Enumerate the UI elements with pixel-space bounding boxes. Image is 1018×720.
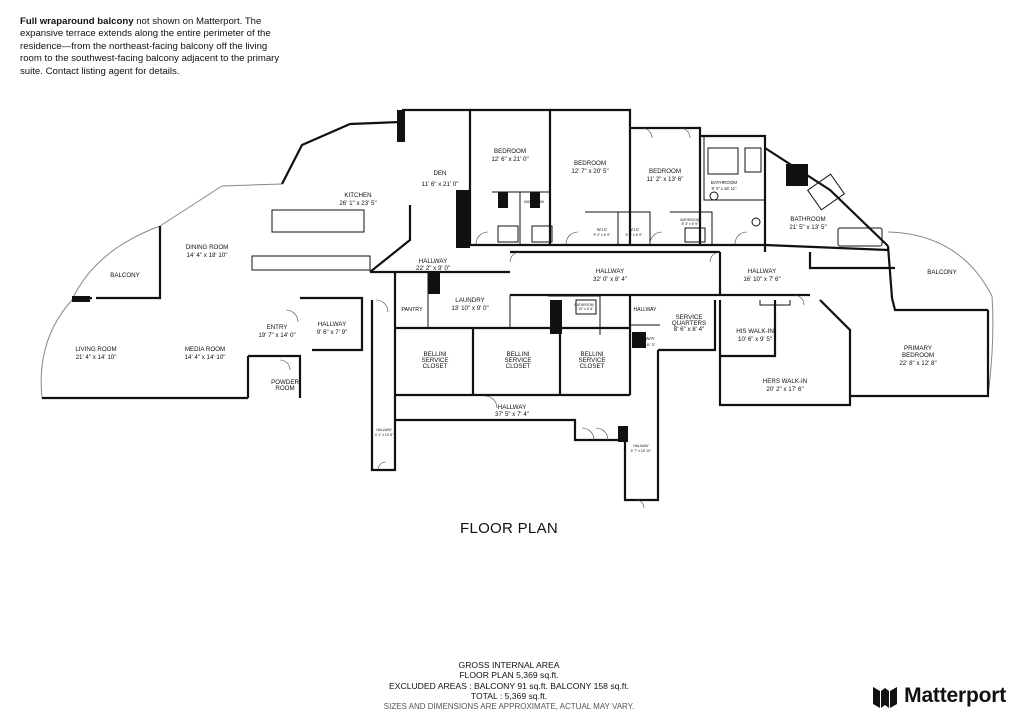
entry-dim: 19' 7" x 14' 0"	[258, 332, 295, 339]
area-excluded: EXCLUDED AREAS : BALCONY 91 sq.ft. BALCO…	[389, 680, 629, 691]
matterport-brand: Matterport	[872, 684, 1006, 708]
bellini2-line3: CLOSET	[506, 363, 531, 370]
area-summary: GROSS INTERNAL AREA FLOOR PLAN 5,369 sq.…	[0, 660, 1018, 712]
bathroom-fixtures	[497, 147, 883, 315]
bedroom2-dim: 12' 7" x 20' 5"	[571, 168, 608, 175]
bedroom3-dim: 11' 2" x 13' 6"	[647, 176, 684, 183]
bellini2-line2: SERVICE	[504, 357, 531, 364]
balcony-note-bold: Full wraparound balcony	[20, 16, 134, 27]
hallway-d-label: HALLWAY	[748, 268, 776, 275]
hallway-g-dim: 5' 4" x 11' 3"	[635, 343, 656, 347]
dining-label: DINING ROOM	[186, 244, 229, 251]
bellini3-line1: BELLINI	[580, 351, 603, 358]
pantry-label: PANTRY	[401, 307, 423, 313]
den-label: DEN	[433, 170, 446, 177]
balcony-note: Full wraparound balcony not shown on Mat…	[20, 16, 280, 78]
hers-walkin-label: HERS WALK-IN	[763, 378, 807, 385]
hallway-g-label: HALLWAY	[635, 336, 654, 341]
primary-dim: 22' 8" x 12' 8"	[899, 360, 936, 367]
hallway-b-label: HALLWAY	[419, 258, 447, 265]
dining-dim: 14' 4" x 18' 10"	[187, 252, 228, 259]
hallway-a-dim: 9' 6" x 7' 9"	[317, 329, 348, 336]
hallway-c-label: HALLWAY	[596, 268, 624, 275]
bellini3-line3: CLOSET	[580, 363, 605, 370]
primary-line2: BEDROOM	[902, 352, 934, 359]
matterport-logo-icon	[873, 687, 898, 708]
bath-small1-label: BATHROOM	[680, 218, 700, 222]
balcony-left-label: BALCONY	[110, 272, 140, 279]
bedroom3-label: BEDROOM	[649, 168, 681, 175]
living-label: LIVING ROOM	[75, 346, 116, 353]
service-line1: SERVICE	[675, 314, 702, 321]
doors	[279, 127, 805, 509]
area-heading: GROSS INTERNAL AREA	[458, 660, 560, 670]
bathroom2-dim: 21' 5" x 13' 5"	[789, 224, 826, 231]
media-dim: 14' 4" x 14' 10"	[185, 354, 226, 361]
floor-plan-title: FLOOR PLAN	[459, 520, 559, 537]
brand-name: Matterport	[904, 684, 1006, 707]
hallway-a-label: HALLWAY	[318, 321, 346, 328]
hallway-b-dim: 22' 2" x 9' 0"	[416, 265, 450, 272]
wic1-dim: 5' 2" x 6' 9"	[594, 233, 612, 237]
bellini1-line3: CLOSET	[423, 363, 448, 370]
service-dim: 8' 6" x 8' 4"	[674, 326, 705, 333]
area-total: TOTAL : 5,369 sq.ft.	[470, 691, 548, 702]
bedroom1-label: BEDROOM	[494, 148, 526, 155]
bellini1-line1: BELLINI	[423, 351, 446, 358]
primary-line1: PRIMARY	[904, 345, 932, 352]
hers-walkin-dim: 20' 2" x 17' 6"	[766, 386, 803, 393]
hallway-f-label: HALLWAY	[634, 307, 658, 313]
plan-walls	[40, 108, 994, 502]
bathroom1-label: BATHROOM	[711, 180, 737, 185]
entry-label: ENTRY	[267, 324, 288, 331]
hallway-d-dim: 16' 10" x 7' 6"	[743, 276, 780, 283]
hallway-h-label: HALLWAY	[376, 428, 392, 432]
living-dim: 21' 4" x 14' 10"	[76, 354, 117, 361]
room-labels: DEN 11' 6" x 21' 0" BEDROOM 12' 6" x 21'…	[75, 148, 956, 453]
powder-line1: POWDER	[271, 379, 299, 386]
laundry-label: LAUNDRY	[455, 297, 484, 304]
his-walkin-label: HIS WALK-IN	[736, 328, 774, 335]
hallway-i-dim: 6' 7" x 18' 10"	[631, 449, 652, 453]
his-walkin-dim: 10' 6" x 9' 5"	[738, 336, 772, 343]
bath-small2-dim: 7' 10" x 5' 8"	[575, 307, 594, 311]
hallway-h-dim: 4' 1" x 10' 8"	[375, 433, 394, 437]
bath-small1-dim: 8' 3" x 6' 9"	[682, 222, 700, 226]
wic2-dim: 5' 3" x 6' 9"	[626, 233, 644, 237]
bellini3-line2: SERVICE	[578, 357, 605, 364]
balcony-right-label: BALCONY	[927, 269, 957, 276]
bedroom1-dim: 12' 6" x 21' 0"	[491, 156, 528, 163]
powder-line2: ROOM	[275, 385, 294, 392]
balcony-note-text: not shown on Matterport. The expansive t…	[20, 16, 280, 77]
den-dim: 11' 6" x 21' 0"	[422, 181, 459, 188]
bath-small2-label: BATHROOM	[574, 303, 594, 307]
bedroom2-label: BEDROOM	[574, 160, 606, 167]
wic2-label: W.I.C	[629, 227, 639, 232]
bathroom2-label: BATHROOM	[790, 216, 825, 223]
service-line2: QUARTERS	[672, 320, 706, 327]
kitchen-label: KITCHEN	[344, 192, 371, 199]
structural-columns	[72, 110, 808, 442]
bellini2-line1: BELLINI	[506, 351, 529, 358]
kitchen-dim: 26' 1" x 23' 5"	[339, 200, 376, 207]
bellini1-line2: SERVICE	[421, 357, 448, 364]
bathroom1-dim: 9' 4" x 16' 11"	[712, 186, 737, 191]
media-label: MEDIA ROOM	[185, 346, 225, 353]
hallway-c-dim: 32' 0" x 8' 4"	[593, 276, 627, 283]
wic1-label: W.I.C	[597, 227, 607, 232]
bath-small3-label: BATHROOM	[524, 200, 544, 204]
area-floor-plan: FLOOR PLAN 5,369 sq.ft.	[459, 670, 559, 681]
area-disclaimer: SIZES AND DIMENSIONS ARE APPROXIMATE, AC…	[383, 701, 635, 711]
hallway-e-label: HALLWAY	[498, 404, 526, 411]
hallway-i-label: HALLWAY	[633, 444, 649, 448]
hallway-e-dim: 37' 5" x 7' 4"	[495, 411, 529, 418]
laundry-dim: 13' 10" x 9' 0"	[451, 305, 488, 312]
